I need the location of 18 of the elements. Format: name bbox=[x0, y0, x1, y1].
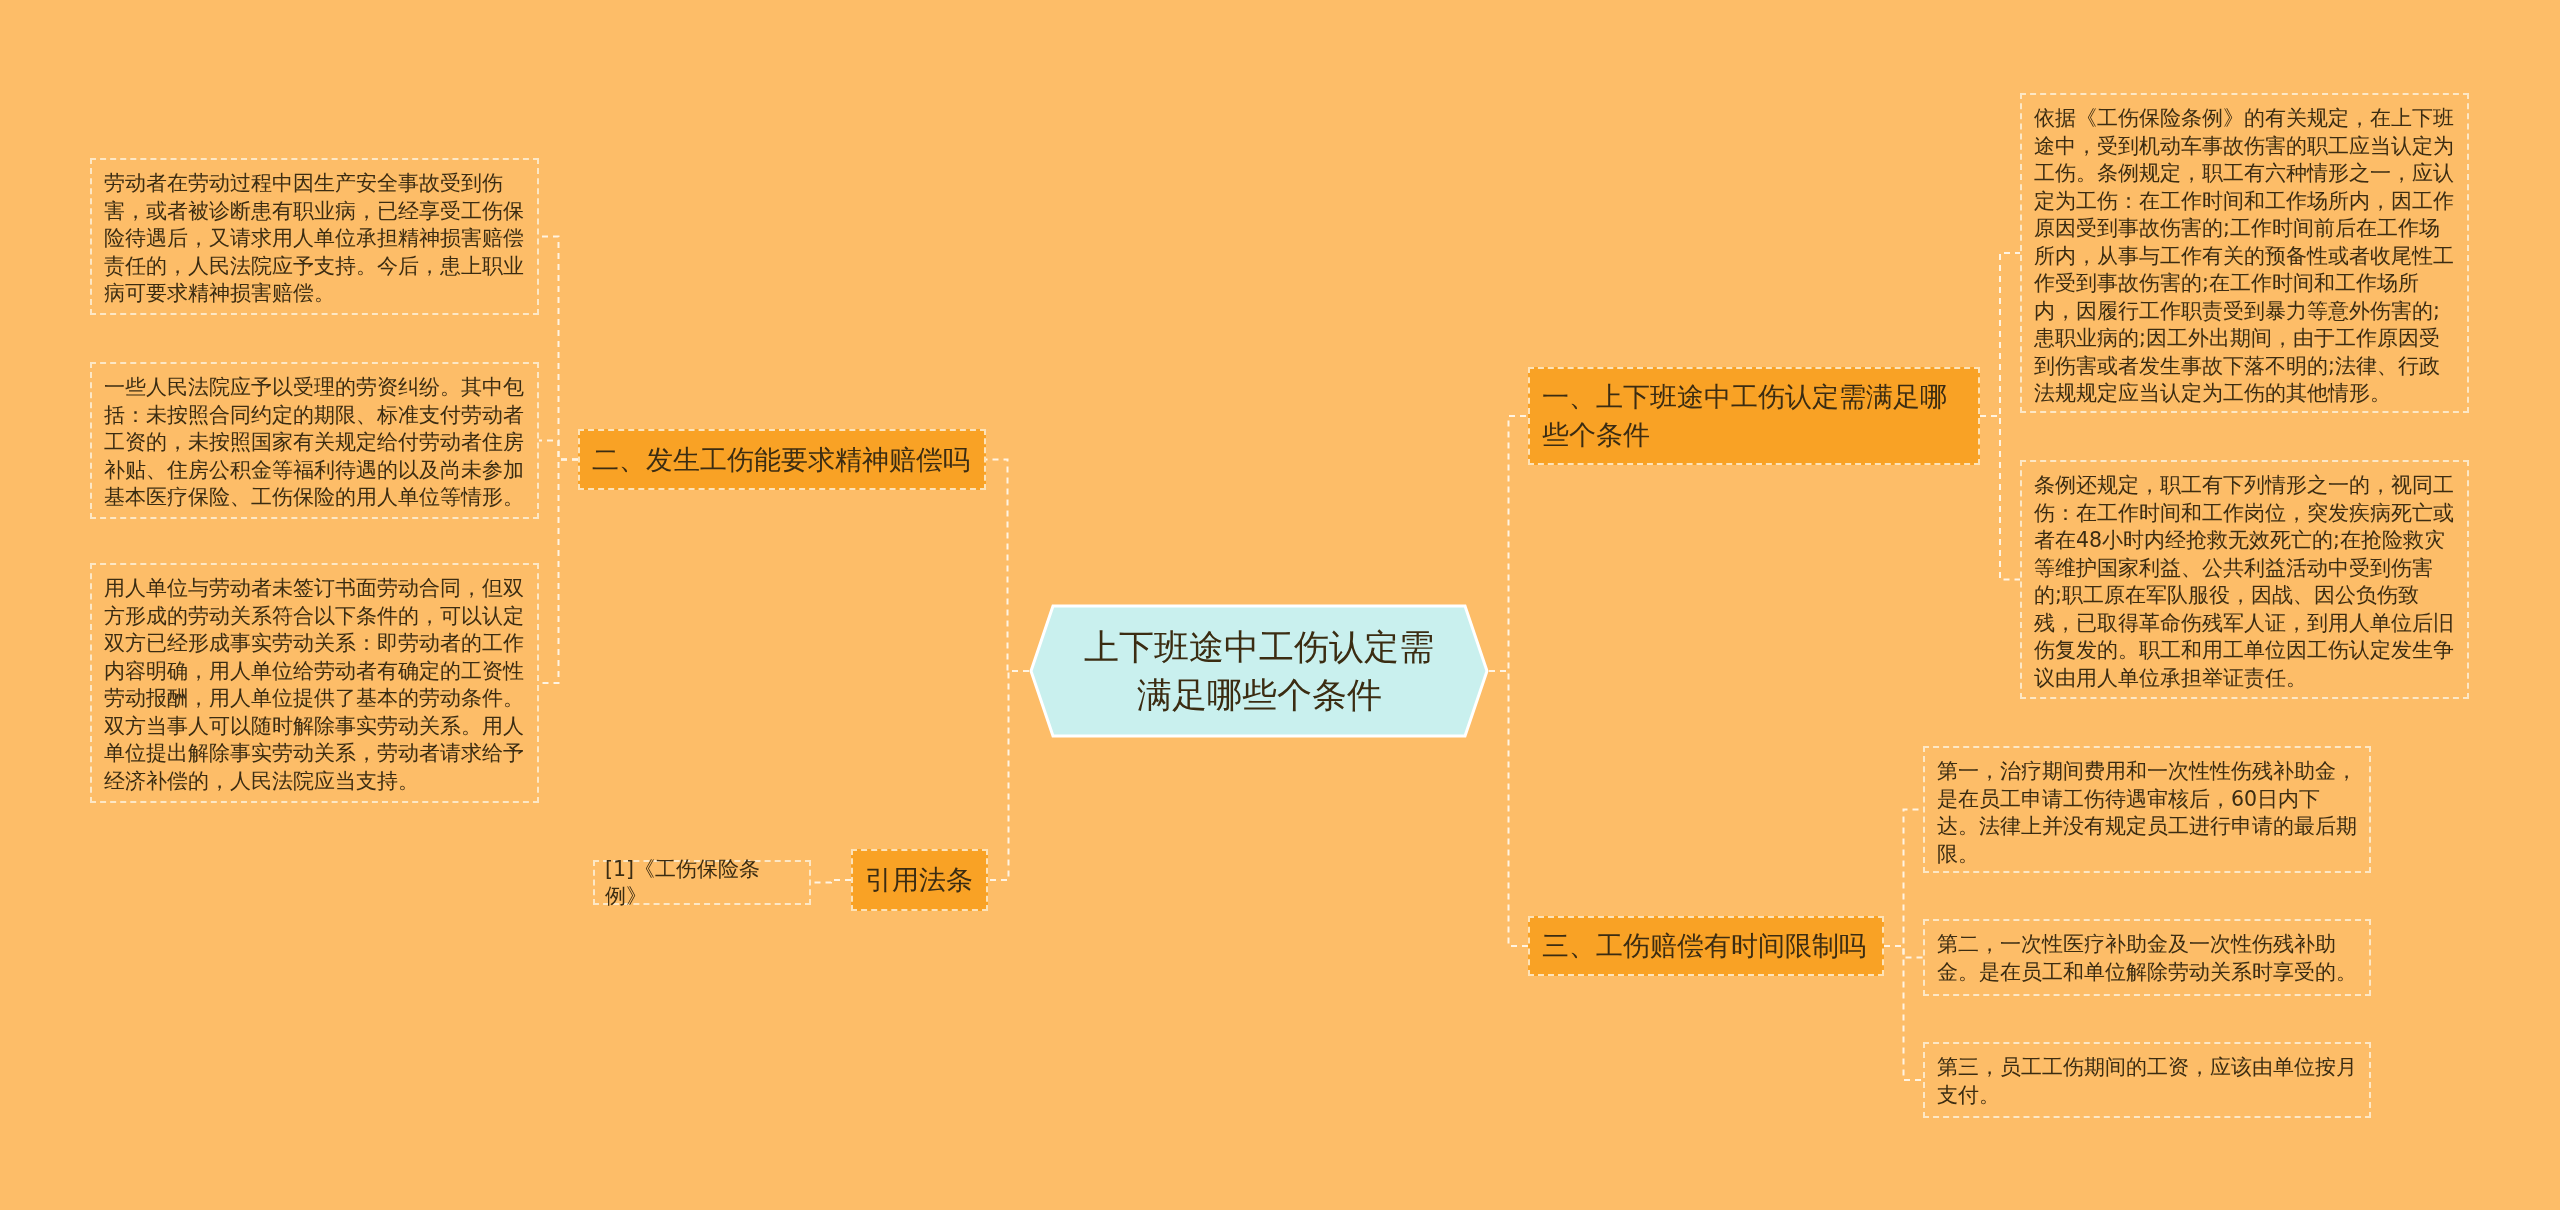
connector-line bbox=[1883, 945, 1924, 1081]
note-box: 依据《工伤保险条例》的有关规定，在上下班途中，受到机动车事故伤害的职工应当认定为工伤。条例规定，职工有六种情形之一，应认定为工伤：在工作时间和工作场所内，因工作原因受到事故伤害的;工作时间前后在工作场所内，从事与工作有关的预备性或者收尾性工作受到事故伤害的;在工作时间和工作场所内，因履行工作职责受到暴力等意外伤害的;患职业病的;因工外出期间，由于工作原因受到伤害或者发生事故下落不明的;法律、行政法规规定应当认定为工伤的其他情形。 bbox=[2020, 93, 2469, 413]
note-box: 一些人民法院应予以受理的劳资纠纷。其中包括：未按照合同约定的期限、标准支付劳动者工资的，未按照国家有关规定给付劳动者住房补贴、住房公积金等福利待遇的以及尚未参加基本医疗保险、工伤保险的用人单位等情形。 bbox=[90, 362, 539, 519]
note-box: 第一，治疗期间费用和一次性性伤残补助金，是在员工申请工伤待遇审核后，60日内下达。法律上并没有规定员工进行申请的最后期限。 bbox=[1923, 746, 2371, 873]
central-topic-hexagon: 上下班途中工伤认定需满足哪些个条件 bbox=[1029, 604, 1489, 738]
note-box: 第二，一次性医疗补助金及一次性伤残补助金。是在员工和单位解除劳动关系时享受的。 bbox=[1923, 919, 2371, 996]
note-box: 劳动者在劳动过程中因生产安全事故受到伤害，或者被诊断患有职业病，已经享受工伤保险待遇后，又请求用人单位承担精神损害赔偿责任的，人民法院应予支持。今后，患上职业病可要求精神损害赔偿。 bbox=[90, 158, 539, 315]
connector-line bbox=[987, 670, 1030, 881]
note-box: [1]《工伤保险条例》 bbox=[593, 860, 811, 905]
note-box: 条例还规定，职工有下列情形之一的，视同工伤：在工作时间和工作岗位，突发疾病死亡或者在48小时内经抢救无效死亡的;在抢险救灾等维护国家利益、公共利益活动中受到伤害的;职工原在军队服役，因战、因公负伤致残，已取得革命伤残军人证，到用人单位后旧伤复发的。职工和用工单位因工伤认定发生争议由用人单位承担举证责任。 bbox=[2020, 460, 2469, 699]
topic-box: 二、发生工伤能要求精神赔偿吗 bbox=[578, 429, 986, 490]
note-box: 用人单位与劳动者未签订书面劳动合同，但双方形成的劳动关系符合以下条件的，可以认定双方已经形成事实劳动关系：即劳动者的工作内容明确，用人单位给劳动者有确定的工资性劳动报酬，用人单位提供了基本的劳动条件。双方当事人可以随时解除事实劳动关系。用人单位提出解除事实劳动关系，劳动者请求给予经济补偿的，人民法院应当支持。 bbox=[90, 563, 539, 803]
topic-box: 三、工伤赔偿有时间限制吗 bbox=[1528, 916, 1884, 976]
connector-line bbox=[1979, 415, 2021, 581]
note-box: 第三，员工工伤期间的工资，应该由单位按月支付。 bbox=[1923, 1042, 2371, 1118]
connector-line bbox=[1488, 670, 1529, 947]
topic-box: 引用法条 bbox=[851, 849, 988, 911]
topic-box: 一、上下班途中工伤认定需满足哪些个条件 bbox=[1528, 367, 1980, 465]
